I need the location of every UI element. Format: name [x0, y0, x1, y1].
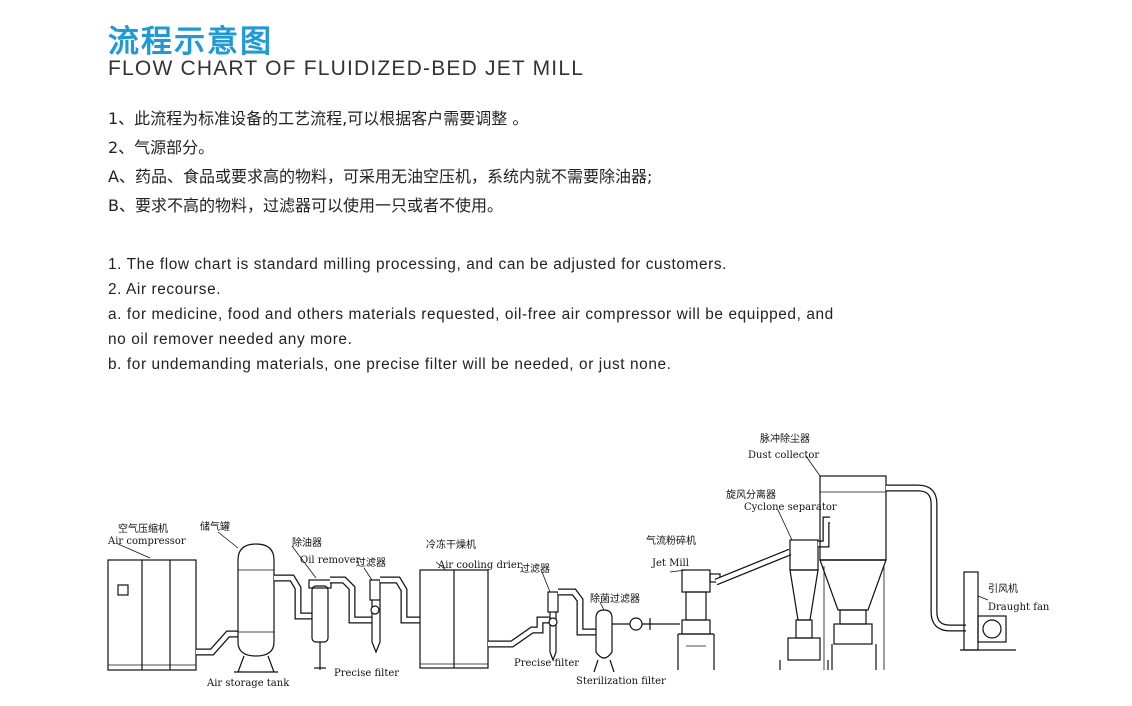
label-fan-cn: 引风机	[988, 582, 1018, 595]
jet-mill: 气流粉碎机 Jet Mill	[646, 534, 721, 670]
sterilization-filter: 除菌过滤器 Sterilization filter	[576, 592, 666, 687]
label-fan-en: Draught fan	[988, 602, 1050, 613]
cn-note-2: 2、气源部分。	[108, 138, 215, 157]
label-filter2-en: Precise filter	[514, 658, 579, 669]
cn-note-b: B、要求不高的物料，过滤器可以使用一只或者不使用。	[108, 196, 503, 215]
precise-filter-2: 过滤器 Precise filter	[514, 562, 579, 669]
label-oil-remover-cn: 除油器	[292, 536, 322, 549]
air-compressor: 空气压缩机 Air compressor	[107, 522, 197, 671]
label-air-tank-cn: 储气罐	[200, 520, 230, 533]
en-note-2: 2. Air recourse.	[108, 281, 222, 298]
label-drier-cn: 冷冻干燥机	[426, 538, 476, 551]
label-filter2-cn: 过滤器	[520, 562, 550, 575]
label-sterile-cn: 除菌过滤器	[590, 592, 640, 605]
en-note-a: a. for medicine, food and others materia…	[108, 306, 834, 323]
precise-filter-1: 过滤器 Precise filter	[334, 556, 399, 679]
label-filter1-en: Precise filter	[334, 668, 399, 679]
title-chinese: 流程示意图	[108, 24, 273, 60]
dust-collector: 脉冲除尘器 Dust collector	[748, 432, 887, 670]
label-sterile-en: Sterilization filter	[576, 676, 666, 687]
en-note-1: 1. The flow chart is standard milling pr…	[108, 256, 728, 273]
en-note-a-cont: no oil remover needed any more.	[108, 331, 353, 348]
cn-note-1: 1、此流程为标准设备的工艺流程,可以根据客户需要调整 。	[108, 109, 529, 128]
air-storage-tank: 储气罐 Air storage tank	[200, 520, 290, 689]
label-oil-remover-en: Oil remover	[300, 555, 361, 566]
label-jet-mill-en: Jet Mill	[651, 558, 689, 569]
cn-note-a: A、药品、食品或要求高的物料，可采用无油空压机，系统内就不需要除油器;	[108, 167, 653, 186]
cyclone-separator: 旋风分离器 Cyclone separator	[726, 488, 837, 670]
chinese-notes: 1、此流程为标准设备的工艺流程,可以根据客户需要调整 。 2、气源部分。 A、药…	[108, 104, 652, 220]
air-cooling-drier: 冷冻干燥机 Air cooling drier	[419, 538, 522, 669]
en-note-b: b. for undemanding materials, one precis…	[108, 356, 672, 373]
label-drier-en: Air cooling drier	[437, 560, 522, 571]
label-dust-en: Dust collector	[748, 450, 819, 461]
label-air-compressor-en: Air compressor	[107, 536, 186, 547]
draught-fan: 引风机 Draught fan	[960, 571, 1050, 651]
title-english: FLOW CHART OF FLUIDIZED-BED JET MILL	[108, 57, 585, 80]
flow-diagram: 空气压缩机 Air compressor 储气罐 Air storage tan…	[107, 432, 1050, 689]
label-cyclone-en: Cyclone separator	[744, 502, 837, 513]
label-air-tank-en: Air storage tank	[206, 678, 290, 689]
english-notes: 1. The flow chart is standard milling pr…	[108, 252, 834, 377]
label-cyclone-cn: 旋风分离器	[726, 488, 776, 501]
label-air-compressor-cn: 空气压缩机	[118, 522, 168, 535]
label-filter1-cn: 过滤器	[356, 556, 386, 569]
label-dust-cn: 脉冲除尘器	[760, 432, 810, 445]
oil-remover: 除油器 Oil remover	[291, 536, 361, 670]
label-jet-mill-cn: 气流粉碎机	[646, 534, 696, 547]
